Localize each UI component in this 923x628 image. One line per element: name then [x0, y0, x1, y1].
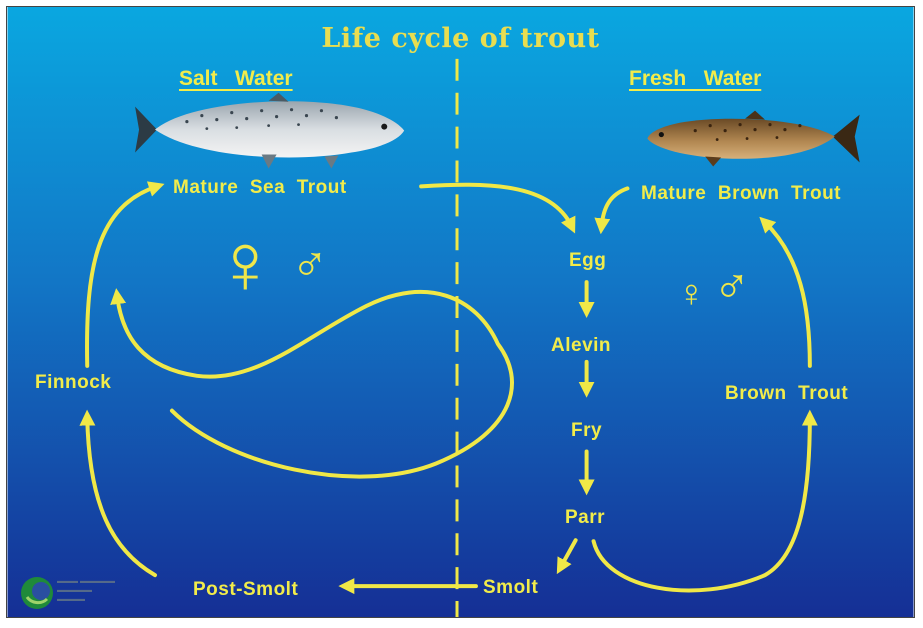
- label-fry: Fry: [571, 420, 602, 442]
- male-symbol-fresh: ♂: [713, 261, 751, 311]
- label-smolt: Smolt: [483, 577, 538, 599]
- female-symbol-sea: ♀: [213, 221, 278, 307]
- female-symbol-fresh: ♀: [677, 275, 706, 313]
- label-brown-trout: Brown Trout: [725, 383, 848, 405]
- label-finnock: Finnock: [35, 372, 111, 394]
- male-symbol-sea: ♂: [291, 239, 329, 289]
- label-mature-brown-trout: Mature Brown Trout: [641, 183, 841, 205]
- label-egg: Egg: [569, 250, 606, 272]
- fresh-water-heading: Fresh Water: [629, 67, 761, 91]
- label-parr: Parr: [565, 507, 605, 529]
- diagram-frame: Life cycle of trout Salt Water Fresh Wat…: [6, 6, 915, 618]
- diagram-canvas: [7, 7, 914, 617]
- publisher-logo: [19, 575, 55, 611]
- diagram-title: Life cycle of trout: [7, 23, 914, 54]
- label-mature-sea-trout: Mature Sea Trout: [173, 177, 347, 199]
- salt-water-heading: Salt Water: [179, 67, 293, 91]
- label-post-smolt: Post-Smolt: [193, 579, 298, 601]
- publisher-logo-text: ▬▬▬ ▬▬▬▬▬ ▬▬▬▬▬ ▬▬▬▬: [57, 577, 115, 604]
- label-alevin: Alevin: [551, 335, 611, 357]
- water-background: [7, 7, 913, 617]
